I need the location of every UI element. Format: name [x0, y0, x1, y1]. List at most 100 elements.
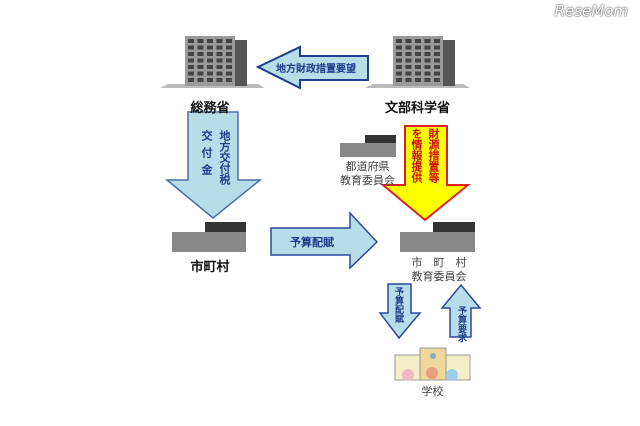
window: [424, 58, 431, 63]
window: [226, 65, 232, 69]
window: [207, 39, 213, 43]
window: [405, 45, 412, 50]
window: [226, 71, 232, 76]
window: [405, 58, 412, 63]
window: [226, 78, 232, 82]
node-prefecture-board: 都道府県 教育委員会: [335, 160, 400, 188]
board-building-icon-prefecture: [340, 135, 396, 157]
window: [197, 65, 204, 69]
window: [405, 52, 412, 56]
window: [424, 65, 431, 69]
arrow-info: [380, 125, 471, 222]
window: [415, 58, 421, 63]
window: [197, 78, 204, 82]
window: [207, 52, 213, 56]
arrow-budget-school-label: 予算配賦: [393, 287, 403, 323]
arrow-info-label-2: を情報提供: [410, 128, 423, 183]
window: [434, 58, 440, 63]
board-building-icon-municipal: [400, 222, 475, 252]
window: [424, 52, 431, 56]
window: [197, 52, 204, 56]
window: [434, 39, 440, 43]
window: [405, 39, 412, 43]
window: [188, 45, 194, 50]
window: [415, 39, 421, 43]
window: [434, 65, 440, 69]
window: [396, 58, 402, 63]
window: [207, 78, 213, 82]
arrow-info-label-1: 財源措置等: [427, 128, 440, 183]
window: [396, 45, 402, 50]
window: [207, 45, 213, 50]
window: [396, 65, 402, 69]
window: [415, 78, 421, 82]
window: [424, 45, 431, 50]
node-monka: 文部科学省: [384, 101, 450, 116]
arrow-budget-label: 予算配賦: [290, 236, 334, 249]
node-school: 学校: [421, 385, 444, 398]
arrow-grant-label-2: 交付金: [200, 130, 213, 181]
window: [226, 52, 232, 56]
window: [216, 52, 223, 56]
window: [405, 65, 412, 69]
window: [226, 39, 232, 43]
municipal-board-line2: 教育委員会: [411, 270, 467, 283]
municipal-board-line1: 市 町 村: [411, 256, 467, 269]
window: [216, 71, 223, 76]
window: [424, 39, 431, 43]
window: [197, 58, 204, 63]
window: [188, 58, 194, 63]
arrow-budget-request: [440, 283, 482, 338]
window: [226, 45, 232, 50]
window: [216, 58, 223, 63]
window: [207, 65, 213, 69]
window: [197, 45, 204, 50]
arrow-grant: [164, 111, 263, 219]
window: [434, 52, 440, 56]
watermark: ReseMom: [554, 2, 628, 20]
municipal-building-icon: [172, 222, 246, 252]
window: [396, 39, 402, 43]
window: [216, 39, 223, 43]
window: [216, 45, 223, 50]
window: [424, 71, 431, 76]
window: [415, 45, 421, 50]
window: [424, 78, 431, 82]
window: [188, 71, 194, 76]
node-municipality: 市町村: [190, 260, 230, 275]
node-municipal-board: 市 町 村 教育委員会: [400, 256, 478, 284]
window: [216, 65, 223, 69]
window: [188, 65, 194, 69]
window: [415, 65, 421, 69]
window: [216, 78, 223, 82]
window: [434, 71, 440, 76]
window: [405, 78, 412, 82]
window: [434, 45, 440, 50]
node-soumu: 総務省: [190, 101, 230, 116]
window: [396, 78, 402, 82]
window: [405, 71, 412, 76]
arrow-request: [255, 45, 369, 90]
window: [197, 71, 204, 76]
arrow-grant-label-1: 地方交付税: [218, 130, 231, 185]
window: [188, 39, 194, 43]
arrow-budget: [270, 211, 379, 270]
window: [207, 71, 213, 76]
prefecture-board-line1: 都道府県: [345, 160, 390, 173]
window: [226, 58, 232, 63]
prefecture-board-line2: 教育委員会: [340, 174, 395, 187]
school-illustration-icon: [394, 347, 471, 381]
window: [434, 78, 440, 82]
window: [188, 52, 194, 56]
window: [396, 52, 402, 56]
window: [415, 52, 421, 56]
window: [207, 58, 213, 63]
arrow-budget-request-label: 予算要求: [456, 306, 466, 342]
window: [415, 71, 421, 76]
arrow-request-label: 地方財政措置要望: [276, 64, 356, 75]
window: [396, 71, 402, 76]
window: [197, 39, 204, 43]
window: [188, 78, 194, 82]
